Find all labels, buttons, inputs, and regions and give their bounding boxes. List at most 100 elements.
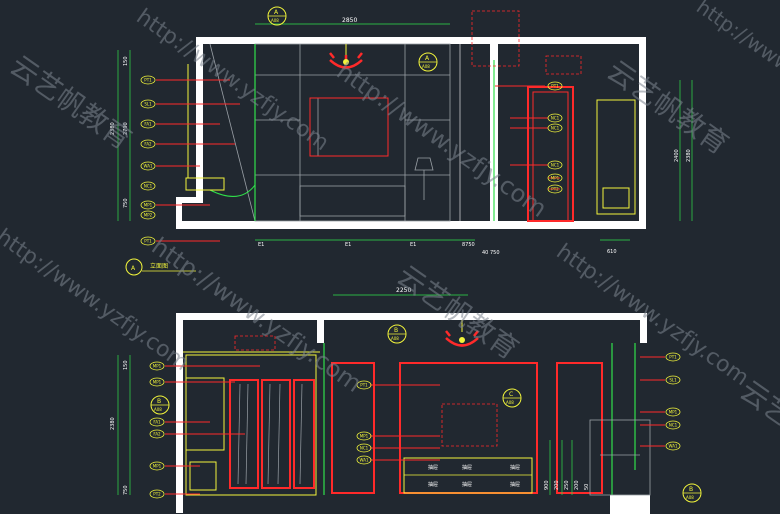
door-inner-a bbox=[532, 91, 569, 222]
material-tag-a-right-3-label: NC1 bbox=[551, 163, 560, 168]
marker-letter-c: C bbox=[509, 391, 513, 398]
material-tag-a-left-2: FA1 bbox=[140, 119, 156, 129]
dim-bottom-a-4: 8750 bbox=[462, 242, 475, 248]
watermark-brand-2: 云艺帆教育 bbox=[601, 54, 735, 161]
section-marker-b-left: B A08 bbox=[150, 395, 170, 415]
material-tag-b-right-1-label: SL1 bbox=[669, 378, 677, 383]
material-tag-b-center-1: MP1 bbox=[356, 431, 372, 441]
material-tag-b-center-1-label: MP1 bbox=[360, 434, 369, 439]
watermark-brand-4: 云艺帆教育 bbox=[734, 374, 780, 481]
chandelier-a bbox=[329, 44, 363, 69]
drawer-label-3: 抽屉 bbox=[428, 481, 438, 488]
left-wall-b bbox=[176, 313, 183, 513]
section-marker-b-bottom: B A08 bbox=[682, 483, 702, 503]
material-tag-a-right-0-label: PT1 bbox=[551, 84, 559, 89]
material-tag-a-right-5-label: PT2 bbox=[551, 187, 559, 192]
material-tag-a-right-1-label: NC1 bbox=[551, 116, 560, 121]
marker-sheet-b-left: A08 bbox=[154, 407, 162, 412]
watermark-brand-1: 云艺帆教育 bbox=[4, 49, 138, 156]
dimension-lines-a bbox=[117, 23, 693, 241]
material-tag-a-left-7-label: MP2 bbox=[144, 213, 153, 218]
dashed-box-b bbox=[234, 335, 276, 351]
material-tag-a-left-3-label: FA2 bbox=[144, 142, 152, 147]
material-tag-b-left-1-label: MP1 bbox=[153, 380, 162, 385]
material-tag-a-right-2: NC1 bbox=[547, 123, 563, 133]
dim-bottom-b-2: 250 bbox=[564, 480, 570, 490]
material-tag-b-right-0: PT1 bbox=[665, 352, 681, 362]
material-tag-a-left-4-label: WA1 bbox=[143, 164, 152, 169]
door-b-right bbox=[556, 362, 603, 494]
drawer-label-4: 抽屉 bbox=[462, 481, 472, 488]
right-wall-top-b bbox=[640, 313, 647, 343]
leader-lines-a bbox=[156, 79, 560, 242]
title-a: 立面图 bbox=[150, 262, 168, 270]
material-tag-a-right-2-label: NC1 bbox=[551, 126, 560, 131]
floor-slab-a-left bbox=[176, 221, 446, 229]
material-tag-b-right-3-label: NC1 bbox=[669, 423, 678, 428]
watermark-url-2: http://www.yzfjy.com bbox=[332, 57, 552, 223]
material-tag-a-left-5-label: NC1 bbox=[144, 184, 153, 189]
left-step-wall-a bbox=[176, 197, 182, 227]
dim-left-bottom-a: 750 bbox=[123, 198, 129, 208]
marker-sheet-a: A08 bbox=[271, 18, 279, 23]
material-tag-b-center-3-label: WA1 bbox=[359, 458, 368, 463]
green-lines-b bbox=[323, 343, 636, 495]
ceiling-right-b bbox=[317, 313, 647, 320]
title-marker-letter-a: A bbox=[131, 265, 136, 272]
tv-cabinet-b bbox=[403, 457, 533, 494]
dim-left-total-a: 2380 bbox=[110, 122, 116, 135]
side-table-a bbox=[185, 177, 225, 191]
material-tag-b-left-3-label: FA2 bbox=[153, 432, 161, 437]
door-b-left bbox=[331, 362, 375, 494]
dim-right-a-1: 2380 bbox=[686, 149, 692, 162]
material-tag-a-left-1: SL1 bbox=[140, 99, 156, 109]
material-tag-a-left-2-label: FA1 bbox=[144, 122, 152, 127]
marker-sheet-b: A08 bbox=[391, 336, 399, 341]
marker-letter-b-bottom: B bbox=[689, 486, 693, 493]
right-stair-b bbox=[589, 419, 651, 496]
tv-b bbox=[441, 403, 498, 447]
cabinet-a bbox=[602, 187, 630, 209]
floor-lamp-a bbox=[414, 157, 434, 200]
marker-sheet-a-mid: A08 bbox=[422, 64, 430, 69]
material-tag-b-left-5-label: PT2 bbox=[153, 492, 161, 497]
watermark-brand-3: 云艺帆教育 bbox=[391, 259, 525, 366]
chandelier-b bbox=[445, 320, 479, 347]
dim-bottom-b-1: 200 bbox=[554, 480, 560, 490]
material-tag-a-left-6-label: MP1 bbox=[144, 203, 153, 208]
drawer-label-5: 抽屉 bbox=[510, 481, 520, 488]
beam-b bbox=[317, 313, 324, 343]
right-floor-b bbox=[610, 495, 650, 514]
marker-sheet-c: A08 bbox=[506, 400, 514, 405]
material-tag-b-center-2: NC1 bbox=[356, 443, 372, 453]
section-marker-c: C A08 bbox=[502, 388, 522, 408]
material-tag-a-left-0: PT1 bbox=[140, 75, 156, 85]
ceiling-left-b bbox=[176, 313, 324, 320]
ceiling-box-a bbox=[545, 55, 582, 75]
material-tag-b-left-1: MP1 bbox=[149, 377, 165, 387]
dim-left-total-b: 2380 bbox=[110, 417, 116, 430]
dashed-box-a bbox=[471, 10, 520, 67]
dim-bottom-a-1: E1 bbox=[258, 242, 264, 248]
material-tag-b-left-5: PT2 bbox=[149, 489, 165, 499]
dim-bottom-b-0: 900 bbox=[544, 480, 550, 490]
dim-left-inner-a: 2790 bbox=[123, 122, 129, 135]
dim-bottom-a-small: 40 750 bbox=[482, 250, 500, 256]
material-tag-b-center-2-label: NC1 bbox=[360, 446, 369, 451]
material-tag-b-right-2: MP1 bbox=[665, 407, 681, 417]
wardrobe-a bbox=[596, 99, 636, 215]
tv-wall-b bbox=[399, 362, 538, 494]
right-wall-a bbox=[639, 37, 646, 229]
title-marker-a: A 立面图 bbox=[125, 258, 196, 276]
tv-panel-a bbox=[309, 97, 389, 157]
section-marker-a-mid: A A08 bbox=[418, 52, 438, 72]
material-tag-a-left-1-label: SL1 bbox=[144, 102, 152, 107]
dim-right-a-2: 2400 bbox=[674, 149, 680, 162]
